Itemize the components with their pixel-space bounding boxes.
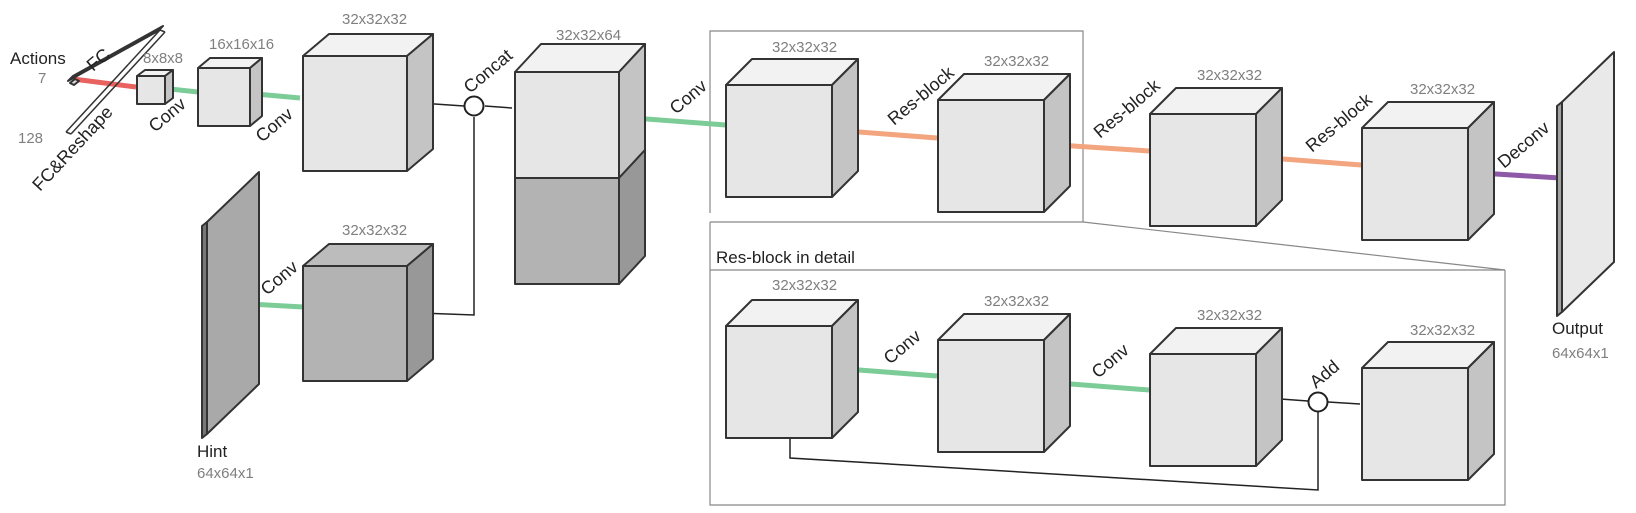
cube-8x8x8	[136, 69, 174, 105]
detail-cube-c-front-face	[1149, 353, 1257, 467]
res-cube-1	[725, 58, 859, 198]
output-label: Output	[1552, 319, 1603, 338]
res-cube-4-dim: 32x32x32	[1410, 81, 1475, 98]
detail-cube-a-dim: 32x32x32	[772, 277, 837, 294]
cube-16-dim: 16x16x16	[209, 36, 274, 53]
conv-edge-3	[633, 115, 727, 128]
fc-edge	[72, 76, 137, 90]
detail-cube-d-dim: 32x32x32	[1410, 322, 1475, 339]
detail-cube-c-dim: 32x32x32	[1197, 307, 1262, 324]
detail-cube-d	[1361, 341, 1495, 481]
detail-cube-b	[937, 313, 1071, 453]
concat-node	[463, 95, 485, 117]
cube-32-hint-side-face	[406, 243, 434, 382]
detail-cube-b-front-face	[937, 339, 1045, 453]
res-cube-1-front-face	[725, 84, 833, 198]
wire-concat-to-cube	[484, 105, 513, 109]
actions-label: Actions	[10, 49, 66, 68]
conv-edge-1	[169, 86, 199, 95]
detail-cube-a-side-face	[831, 299, 859, 439]
conv-label-hint: Conv	[257, 257, 302, 299]
cube-32-hint-dim: 32x32x32	[342, 222, 407, 239]
detail-cube-a	[725, 299, 859, 439]
res-cube-4-side-face	[1467, 101, 1495, 241]
res-cube-4	[1361, 101, 1495, 241]
output-panel-face	[1561, 51, 1615, 313]
cube-32-top-side-face	[406, 33, 434, 172]
concat-cube-dim: 32x32x64	[556, 27, 621, 44]
concat-label: Concat	[460, 45, 517, 97]
detail-cube-d-front-face	[1361, 367, 1469, 481]
resblock-edge-1	[845, 128, 938, 141]
callout-line	[710, 221, 1506, 271]
wire-add-to-cube	[1327, 401, 1361, 405]
cube-32-hint	[302, 243, 434, 382]
cube-8x8x8-front-face	[136, 75, 166, 105]
concat-cube-lower-front-face	[514, 177, 620, 285]
resblock-detail-frame	[709, 222, 1506, 506]
res-cube-2-front-face	[937, 99, 1045, 213]
resblock-edge-2	[1057, 142, 1150, 154]
fc-reshape-rod	[65, 29, 166, 135]
concat-cube-upper-front-face	[514, 71, 620, 179]
res-cube-1-dim: 32x32x32	[772, 39, 837, 56]
hint-dim: 64x64x1	[197, 465, 254, 482]
wire-skip-connection	[789, 412, 1319, 491]
deconv-label: Deconv	[1494, 118, 1554, 173]
detail-conv-label-b: Conv	[1088, 340, 1133, 382]
actions-rod	[69, 78, 80, 86]
detail-cube-c-side-face	[1255, 327, 1283, 467]
conv-label-3: Conv	[666, 76, 711, 118]
cube-32-top-dim: 32x32x32	[342, 11, 407, 28]
cube-16x16x16-side-face	[249, 57, 263, 127]
res-cube-2-dim: 32x32x32	[984, 53, 1049, 70]
detail-cube-c	[1149, 327, 1283, 467]
res-cube-4-front-face	[1361, 127, 1469, 241]
detail-cube-b-side-face	[1043, 313, 1071, 453]
res-cube-2	[937, 73, 1071, 213]
res-cube-3-front-face	[1149, 113, 1257, 227]
cube-32-top	[302, 33, 434, 172]
actions-dim: 7	[38, 70, 46, 87]
cube-32-top-front-face	[302, 55, 408, 172]
output-panel	[1556, 51, 1615, 317]
cube-8-dim: 8x8x8	[143, 50, 183, 67]
conv-edge-2	[255, 91, 301, 101]
concat-cube	[514, 43, 646, 285]
hint-panel-face	[206, 171, 260, 435]
cube-32-hint-front-face	[302, 265, 408, 382]
detail-cube-d-side-face	[1467, 341, 1495, 481]
add-node	[1307, 391, 1329, 413]
res-cube-3-side-face	[1255, 87, 1283, 227]
hint-label: Hint	[197, 442, 228, 461]
res-cube-2-side-face	[1043, 73, 1071, 213]
wire-hint-to-concat	[419, 117, 475, 316]
detail-cube-a-front-face	[725, 325, 833, 439]
detail-title: Res-block in detail	[716, 248, 855, 267]
res-cube-1-side-face	[831, 58, 859, 198]
cube-16x16x16	[197, 57, 263, 127]
detail-conv-edge-b	[1057, 380, 1150, 393]
add-label: Add	[1306, 356, 1343, 392]
detail-conv-label-a: Conv	[880, 326, 925, 368]
hint-panel	[201, 171, 260, 439]
output-dim: 64x64x1	[1552, 345, 1609, 362]
cube-16x16x16-front-face	[197, 67, 251, 127]
detail-cube-b-dim: 32x32x32	[984, 293, 1049, 310]
res-cube-3-dim: 32x32x32	[1197, 67, 1262, 84]
res-cube-3	[1149, 87, 1283, 227]
resblock-edge-3	[1269, 155, 1362, 168]
fc-reshape-label: FC&Reshape	[28, 102, 116, 195]
detail-conv-edge-a	[845, 366, 938, 379]
fc-rod	[67, 25, 164, 82]
noise-dim: 128	[18, 130, 43, 147]
